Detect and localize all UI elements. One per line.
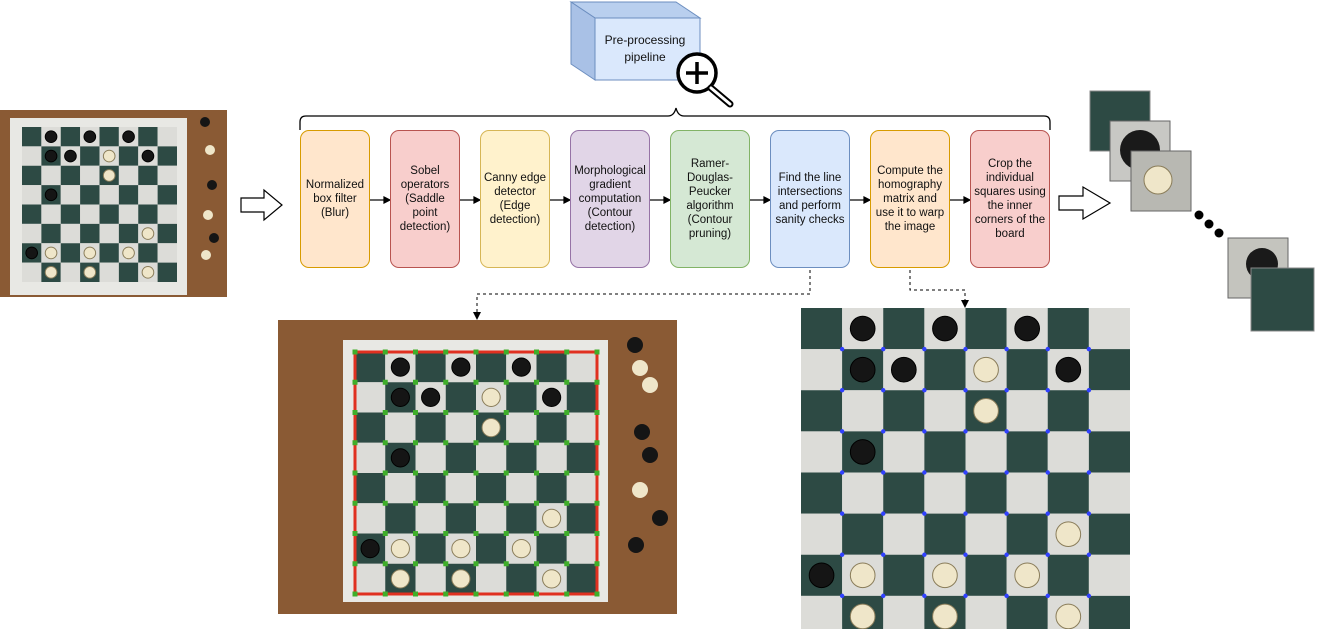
step-label: Canny edge detector (Edge detection) <box>483 171 547 227</box>
warped-board-photo <box>801 308 1130 629</box>
step-label: Compute the homography matrix and use it… <box>873 164 947 234</box>
step-morphological: Morphological gradient computation (Cont… <box>570 130 650 268</box>
step-label: Sobel operators (Saddle point detection) <box>393 164 457 234</box>
input-board-photo <box>0 110 227 297</box>
step-rdp: Ramer-Douglas-Peucker algorithm (Contour… <box>670 130 750 268</box>
pipeline-title-line2: pipeline <box>624 50 665 64</box>
grid-detection-photo <box>278 320 677 614</box>
step-label: Crop the individual squares using the in… <box>973 157 1047 241</box>
step-label: Normalized box filter (Blur) <box>303 178 367 220</box>
step-blur: Normalized box filter (Blur) <box>300 130 370 268</box>
step-label: Find the line intersections and perform … <box>773 171 847 227</box>
step-crop: Crop the individual squares using the in… <box>970 130 1050 268</box>
step-sobel: Sobel operators (Saddle point detection) <box>390 130 460 268</box>
step-intersections: Find the line intersections and perform … <box>770 130 850 268</box>
callout-intersections <box>477 270 810 314</box>
pipeline-title: Pre-processing pipeline <box>590 32 700 66</box>
step-label: Ramer-Douglas-Peucker algorithm (Contour… <box>673 157 747 241</box>
pipeline-title-line1: Pre-processing <box>605 33 686 47</box>
hollow-arrow-right-icon <box>1059 187 1110 219</box>
step-homography: Compute the homography matrix and use it… <box>870 130 950 268</box>
ellipsis-dots-icon <box>1195 211 1224 238</box>
pipeline-brace <box>300 108 1050 130</box>
cropped-squares <box>1090 91 1314 331</box>
callout-homography <box>910 270 965 302</box>
step-label: Morphological gradient computation (Cont… <box>573 164 647 234</box>
step-canny: Canny edge detector (Edge detection) <box>480 130 550 268</box>
hollow-arrow-right-icon <box>241 190 282 220</box>
